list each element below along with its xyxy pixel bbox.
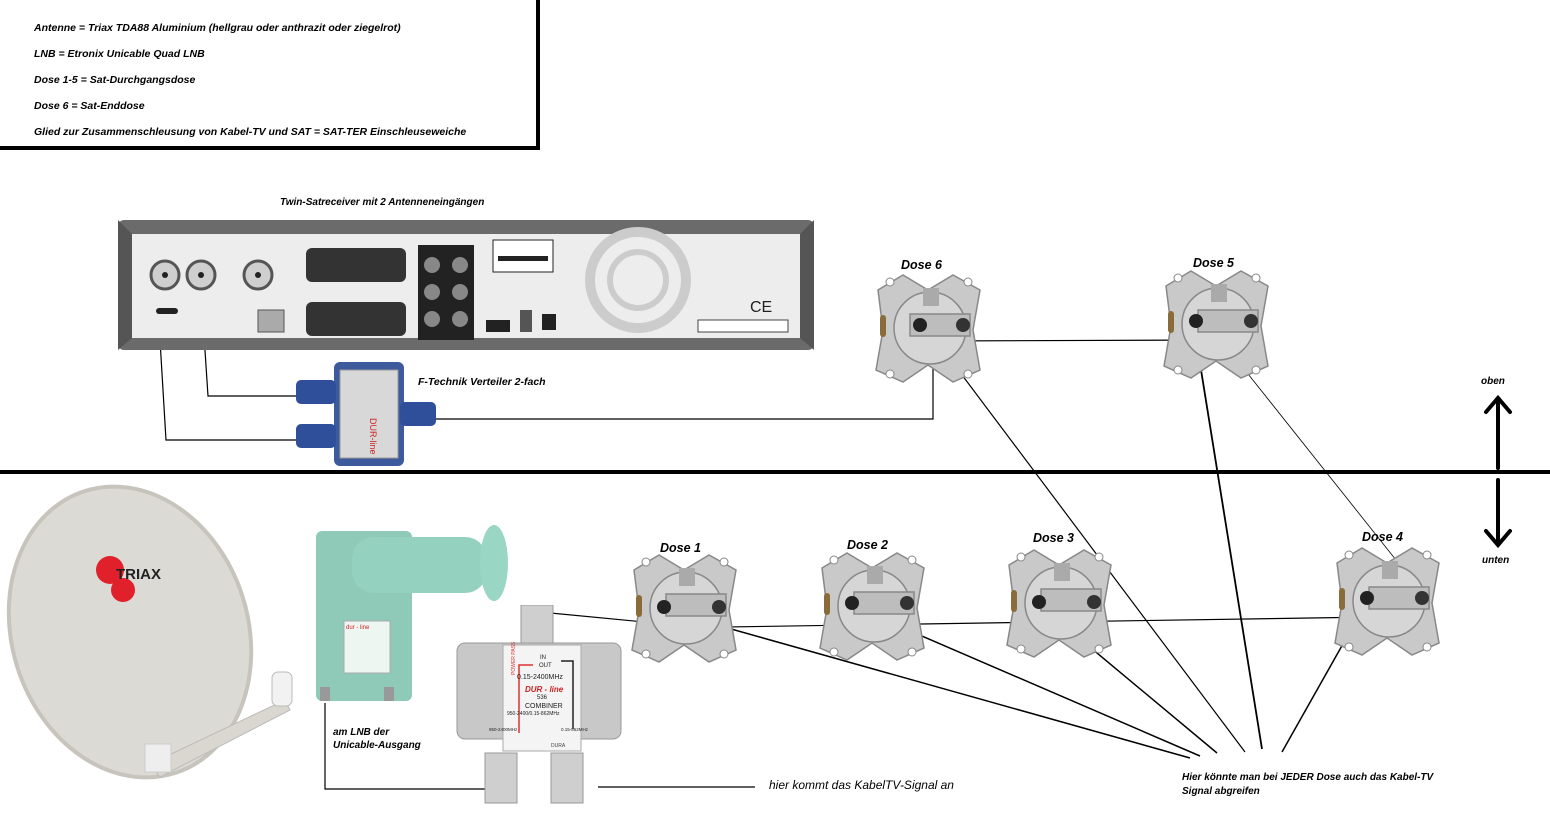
tap-line-dose5 xyxy=(1192,319,1263,750)
socket-dose-4 xyxy=(1327,543,1447,658)
legend-box: Antenne = Triax TDA88 Aluminium (hellgra… xyxy=(0,0,540,150)
combiner-model: 536 xyxy=(537,695,548,701)
dish-brand: TRIAX xyxy=(116,566,161,583)
port-lnb1-out xyxy=(185,259,217,291)
socket-label-dose-1: Dose 1 xyxy=(660,541,701,555)
svg-text:CE: CE xyxy=(750,299,772,316)
combiner-power-pass: POWER PASS xyxy=(511,641,517,675)
triax-logo-icon xyxy=(96,556,124,584)
socket-label-dose-4: Dose 4 xyxy=(1362,530,1403,544)
legend-dose-6: Dose 6 = Sat-Enddose xyxy=(34,100,145,112)
legend-antenna: Antenne = Triax TDA88 Aluminium (hellgra… xyxy=(34,22,401,34)
combiner-out: OUT xyxy=(539,663,552,669)
socket-dose-1 xyxy=(624,550,744,665)
combiner-freq: 0.15-2400MHz xyxy=(517,674,563,681)
combiner-right-freq: 0.15-862MHz xyxy=(561,727,589,732)
combiner-brand: DUR - line xyxy=(525,685,564,694)
receiver-title: Twin-Satreceiver mit 2 Antenneneingängen xyxy=(280,197,485,208)
combiner-bands: 950-2400/0.15-862MHz xyxy=(507,711,560,717)
cable-input-label: hier kommt das KabelTV-Signal an xyxy=(769,778,954,792)
socket-dose-5 xyxy=(1156,266,1276,381)
tap-note-line1: Hier könnte man bei JEDER Dose auch das … xyxy=(1182,772,1434,783)
lnb-label-line2: Unicable-Ausgang xyxy=(333,740,421,751)
arrow-down-icon xyxy=(1484,478,1512,549)
tap-note-line2: Signal abgreifen xyxy=(1182,786,1260,797)
splitter-label: F-Technik Verteiler 2-fach xyxy=(418,376,546,388)
lnb: dur - line xyxy=(312,517,512,707)
lnb-brand: dur - line xyxy=(346,625,370,631)
combiner-base: DURA xyxy=(551,743,566,749)
floor-label-lower: unten xyxy=(1482,555,1510,566)
port-lnb2-in xyxy=(242,259,274,291)
svg-text:DUR-line: DUR-line xyxy=(368,418,378,455)
f-splitter: DUR-line xyxy=(296,358,436,470)
satellite-dish: TRIAX xyxy=(0,482,300,782)
floor-label-upper: oben xyxy=(1481,376,1505,387)
socket-dose-2 xyxy=(812,548,932,663)
combiner-type: COMBINER xyxy=(525,703,563,710)
combiner-left-freq: 950-2400MHz xyxy=(489,727,518,732)
combiner-in: IN xyxy=(540,655,546,661)
socket-label-dose-2: Dose 2 xyxy=(847,538,888,552)
tap-line-dose6 xyxy=(937,342,1246,753)
tap-line-dose5b xyxy=(1224,344,1401,566)
socket-label-dose-5: Dose 5 xyxy=(1193,256,1234,270)
wire-lnb-combiner xyxy=(324,703,490,790)
socket-dose-6 xyxy=(868,270,988,385)
arrow-up-icon xyxy=(1484,394,1512,470)
port-lnb1-in xyxy=(149,259,181,291)
socket-dose-3 xyxy=(999,545,1119,660)
socket-label-dose-3: Dose 3 xyxy=(1033,531,1074,545)
legend-combiner: Glied zur Zusammenschleusung von Kabel-T… xyxy=(34,126,467,138)
receiver-back-panel: CE xyxy=(118,220,814,350)
tap-line-dose1 xyxy=(659,608,1191,759)
sat-ter-combiner: IN OUT 0.15-2400MHz DUR - line 536 COMBI… xyxy=(455,604,625,805)
legend-dose-1-5: Dose 1-5 = Sat-Durchgangsdose xyxy=(34,74,196,86)
lnb-label-line1: am LNB der xyxy=(333,727,390,738)
socket-label-dose-6: Dose 6 xyxy=(901,258,942,272)
legend-lnb: LNB = Etronix Unicable Quad LNB xyxy=(34,48,205,60)
wire-combiner-dose1 xyxy=(539,611,656,624)
